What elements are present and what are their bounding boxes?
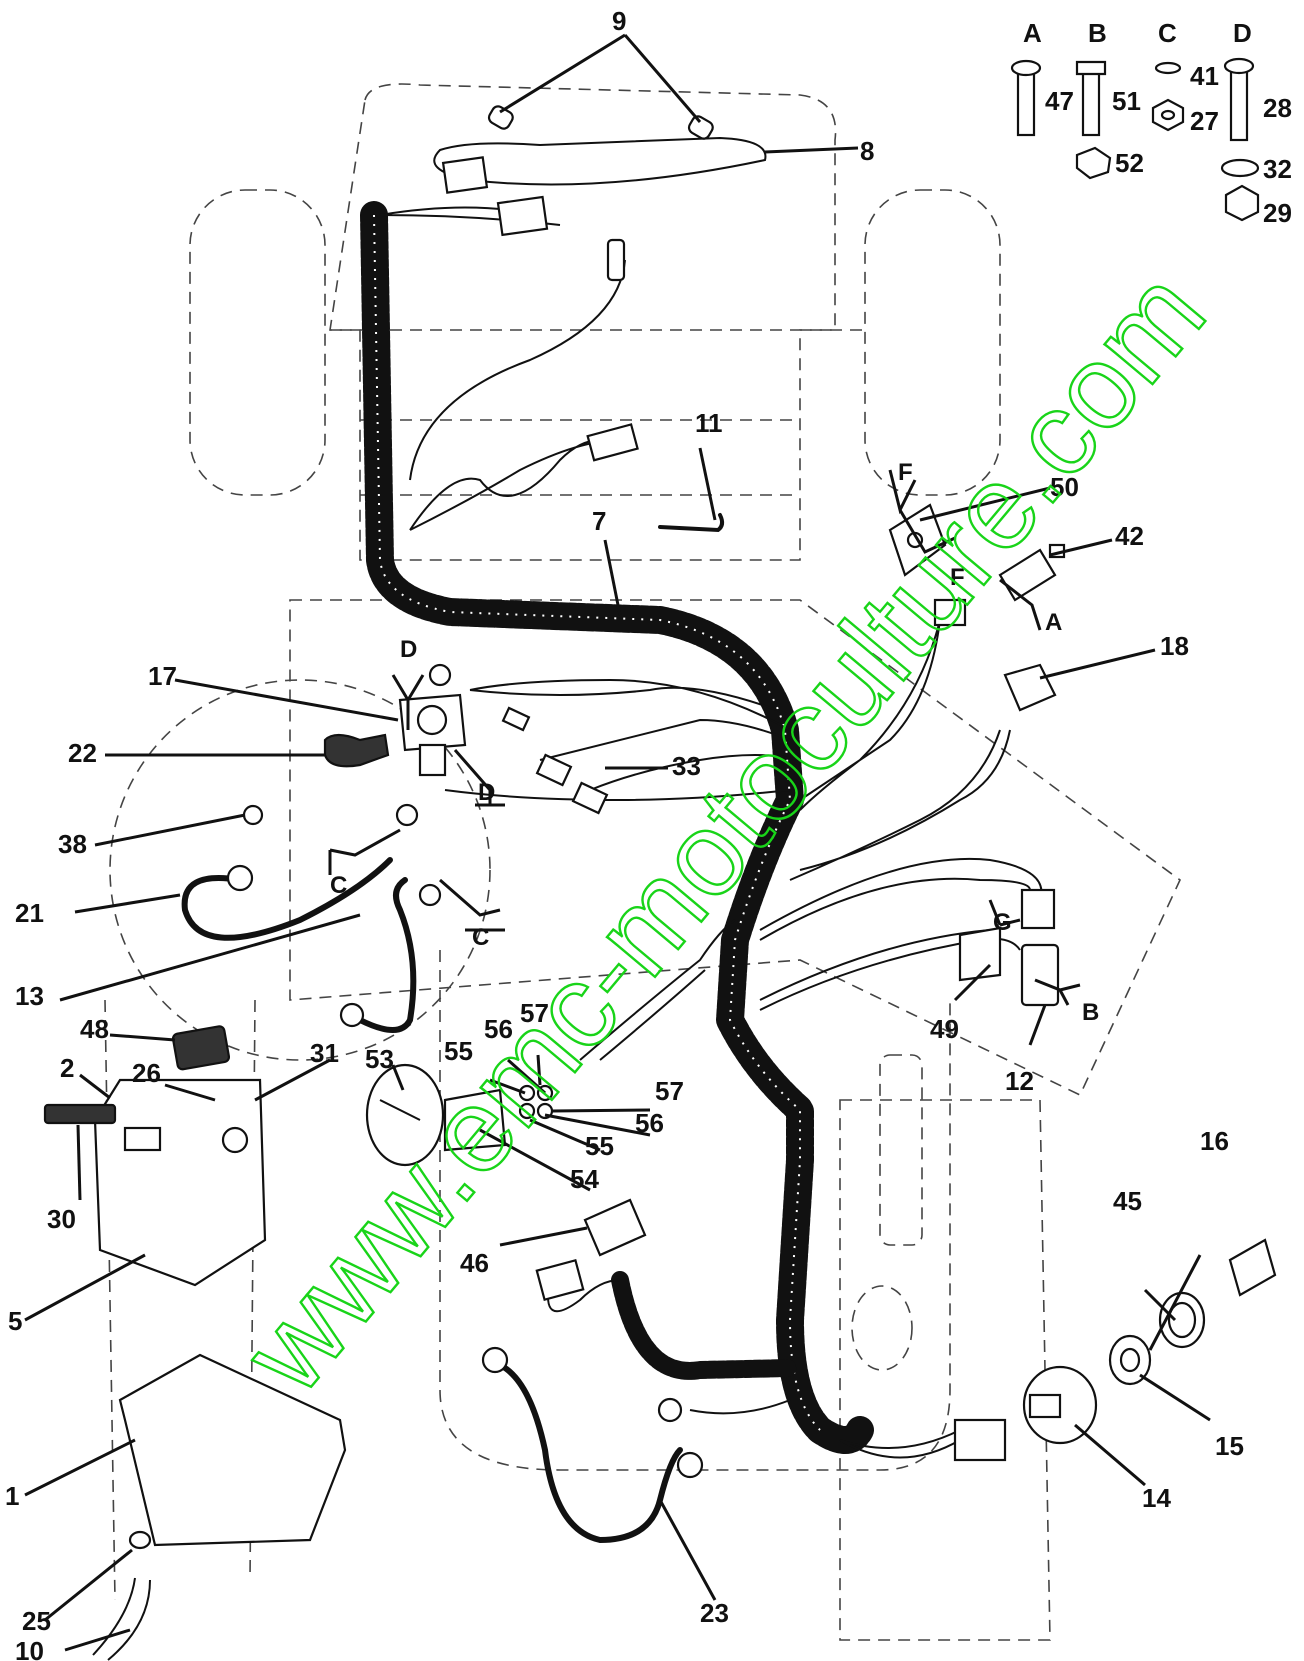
callout-46: 46	[460, 1248, 489, 1278]
fastener-col-a: A	[1023, 18, 1042, 48]
callout-22: 22	[68, 738, 97, 768]
callout-38: 38	[58, 829, 87, 859]
reference-letters: D D C C F F A G B	[330, 459, 1099, 1026]
callout-55b: 55	[585, 1131, 614, 1161]
callout-50: 50	[1050, 472, 1079, 502]
callout-numbers: 9 8 11 7 50 42 18 17 22 33 38 21 13 48 5…	[5, 6, 1292, 1661]
tractor-outline-ghost	[104, 83, 1182, 1641]
callout-47: 47	[1045, 86, 1074, 116]
ref-f-bottom: F	[950, 564, 965, 591]
callout-29: 29	[1263, 198, 1292, 228]
callout-23: 23	[700, 1598, 729, 1628]
leader-lines	[24, 33, 1211, 1652]
callout-53: 53	[365, 1044, 394, 1074]
callout-7: 7	[592, 506, 606, 536]
fastener-key: A B C D	[1023, 18, 1252, 48]
callout-2: 2	[60, 1053, 74, 1083]
ref-c-right: C	[472, 924, 489, 951]
callout-26: 26	[132, 1058, 161, 1088]
callout-16: 16	[1200, 1126, 1229, 1156]
callout-12: 12	[1005, 1066, 1034, 1096]
callout-42: 42	[1115, 521, 1144, 551]
callout-5: 5	[8, 1306, 22, 1336]
callout-41: 41	[1190, 61, 1219, 91]
callout-11: 11	[695, 408, 723, 438]
callout-10: 10	[15, 1636, 44, 1661]
ref-d-top: D	[400, 636, 417, 663]
callout-28: 28	[1263, 93, 1292, 123]
parts	[43, 57, 1277, 1661]
callout-56b: 56	[635, 1108, 664, 1138]
callout-17: 17	[148, 661, 177, 691]
callout-54: 54	[570, 1164, 599, 1194]
battery-cables	[181, 857, 683, 1544]
callout-30: 30	[47, 1204, 76, 1234]
callout-1: 1	[5, 1481, 19, 1511]
callout-15: 15	[1215, 1431, 1244, 1461]
callout-8: 8	[860, 136, 874, 166]
fastener-col-d: D	[1233, 18, 1252, 48]
callout-52: 52	[1115, 148, 1144, 178]
callout-45: 45	[1113, 1186, 1142, 1216]
ref-f-top: F	[898, 459, 913, 486]
callout-56a: 56	[484, 1014, 513, 1044]
reference-ticks	[328, 469, 1081, 1006]
callout-55a: 55	[444, 1036, 473, 1066]
callout-31: 31	[310, 1038, 339, 1068]
ref-g: G	[993, 909, 1012, 936]
callout-32: 32	[1263, 154, 1292, 184]
callout-27: 27	[1190, 106, 1219, 136]
fastener-col-b: B	[1088, 18, 1107, 48]
ref-c-left: C	[330, 872, 347, 899]
callout-51: 51	[1112, 86, 1141, 116]
callout-49: 49	[930, 1014, 959, 1044]
callout-13: 13	[15, 981, 44, 1011]
callout-14: 14	[1142, 1483, 1171, 1513]
callout-21: 21	[15, 898, 44, 928]
callout-18: 18	[1160, 631, 1189, 661]
callout-57a: 57	[520, 998, 549, 1028]
fastener-col-c: C	[1158, 18, 1177, 48]
ref-a: A	[1045, 609, 1062, 636]
ref-b: B	[1082, 999, 1099, 1026]
main-harness-coil	[360, 201, 874, 1454]
callout-25: 25	[22, 1606, 51, 1636]
callout-57b: 57	[655, 1076, 684, 1106]
callout-9: 9	[612, 6, 626, 36]
callout-33: 33	[672, 751, 701, 781]
ref-d-lower: D	[478, 779, 495, 806]
callout-48: 48	[80, 1014, 109, 1044]
